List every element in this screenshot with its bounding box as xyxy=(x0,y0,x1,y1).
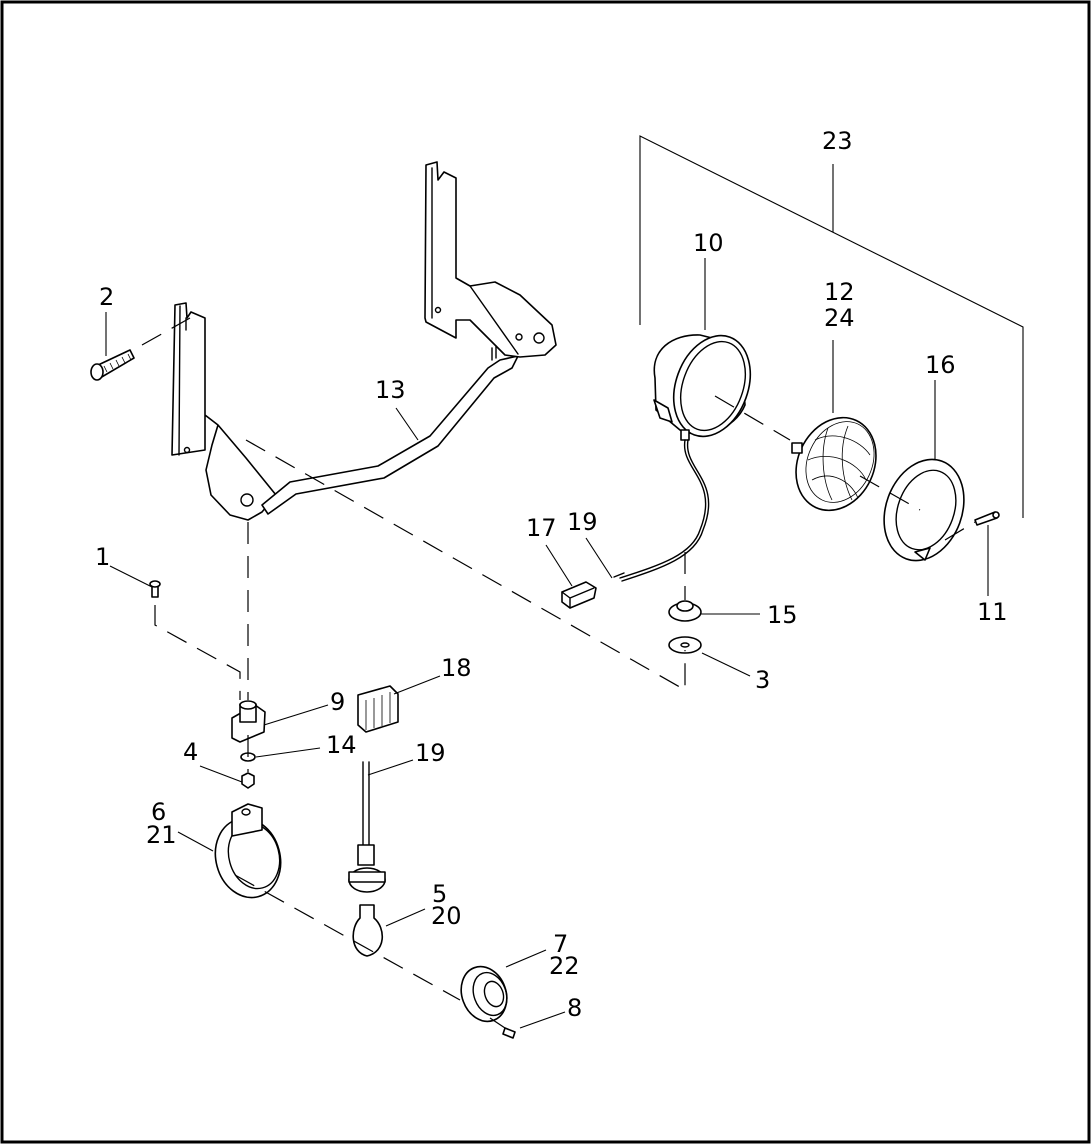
screw-11 xyxy=(974,511,1000,526)
grommet-15 xyxy=(668,600,702,622)
washer-3 xyxy=(668,636,702,654)
callout-19-wire: 19 xyxy=(567,508,598,536)
socket-19 xyxy=(348,761,386,893)
guide-2 xyxy=(141,317,191,346)
callouts: 1 2 3 4 5 20 6 21 7 22 8 9 10 11 12 24 1… xyxy=(95,127,1008,1022)
callout-16: 16 xyxy=(925,351,956,379)
callout-24: 24 xyxy=(824,304,855,332)
connector-17 xyxy=(561,581,597,609)
callout-17: 17 xyxy=(526,514,557,542)
callout-15: 15 xyxy=(767,601,798,629)
callout-12: 12 xyxy=(824,278,855,306)
screw-2 xyxy=(90,349,135,381)
callout-6: 6 xyxy=(151,798,166,826)
lamp-housing-10 xyxy=(619,334,752,582)
group-bracket-23 xyxy=(639,135,1024,518)
callout-10: 10 xyxy=(693,229,724,257)
callout-19-socket: 19 xyxy=(415,739,446,767)
callout-14: 14 xyxy=(326,731,357,759)
screw-1 xyxy=(149,580,161,598)
trim-ring-16 xyxy=(883,458,965,562)
callout-22: 22 xyxy=(549,952,580,980)
nut-4 xyxy=(241,772,255,789)
screw-8 xyxy=(502,1027,516,1039)
callout-5: 5 xyxy=(432,880,447,908)
callout-8: 8 xyxy=(567,994,582,1022)
connector-18 xyxy=(357,685,399,733)
housing-6 xyxy=(214,803,282,899)
callout-21: 21 xyxy=(146,821,177,849)
callout-13: 13 xyxy=(375,376,406,404)
leader-lines xyxy=(105,164,989,1029)
callout-2: 2 xyxy=(99,283,114,311)
mount-block-9 xyxy=(231,700,266,743)
callout-23: 23 xyxy=(822,127,853,155)
pin-19 xyxy=(613,572,625,578)
callout-11: 11 xyxy=(977,598,1008,626)
callout-20: 20 xyxy=(431,902,462,930)
callout-1: 1 xyxy=(95,543,110,571)
mounting-bracket xyxy=(171,161,557,521)
callout-7: 7 xyxy=(553,930,568,958)
callout-9: 9 xyxy=(330,688,345,716)
bulb-5 xyxy=(352,904,383,957)
sealed-beam-12 xyxy=(791,416,877,512)
callout-3: 3 xyxy=(755,666,770,694)
callout-4: 4 xyxy=(183,738,198,766)
lens-7 xyxy=(460,965,508,1023)
assembly-lines xyxy=(154,395,976,1029)
callout-18: 18 xyxy=(441,654,472,682)
